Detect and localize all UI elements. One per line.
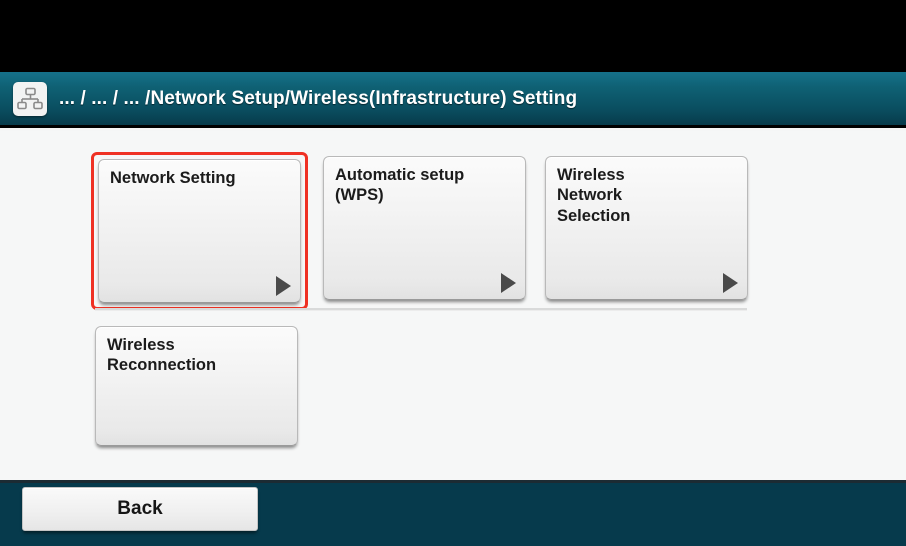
bottom-toolbar: Back [0,480,906,546]
chevron-right-icon [276,276,291,296]
tile-network-setting[interactable]: Network Setting [98,159,301,303]
tile-wireless-network-selection[interactable]: Wireless Network Selection [545,156,748,300]
row-divider [95,308,747,311]
tile-automatic-setup-wps[interactable]: Automatic setup (WPS) [323,156,526,300]
tile-label: Automatic setup (WPS) [335,166,465,205]
tile-automatic-setup-wps-wrap: Automatic setup (WPS) [323,156,526,306]
tile-wireless-network-selection-wrap: Wireless Network Selection [545,156,748,306]
menu-content-area: Network Setting Automatic setup (WPS) Wi… [0,131,906,480]
tile-row-2: Wireless Reconnection [95,326,317,446]
back-button[interactable]: Back [22,487,258,531]
tile-network-setting-highlight: Network Setting [91,152,308,310]
tile-wireless-reconnection[interactable]: Wireless Reconnection [95,326,298,446]
network-tree-icon [13,81,47,116]
breadcrumb: ... / ... / ... /Network Setup/Wireless(… [59,87,578,109]
tile-label: Network Setting [110,169,236,187]
chevron-right-icon [501,273,516,293]
tile-wireless-reconnection-wrap: Wireless Reconnection [95,326,298,446]
tile-label: Wireless Reconnection [107,336,217,375]
chevron-right-icon [723,273,738,293]
tile-row-1: Network Setting Automatic setup (WPS) Wi… [91,152,767,310]
back-button-label: Back [117,498,163,519]
tile-label: Wireless Network Selection [557,166,631,225]
top-black-band [0,0,906,72]
header-bar: ... / ... / ... /Network Setup/Wireless(… [0,72,906,128]
